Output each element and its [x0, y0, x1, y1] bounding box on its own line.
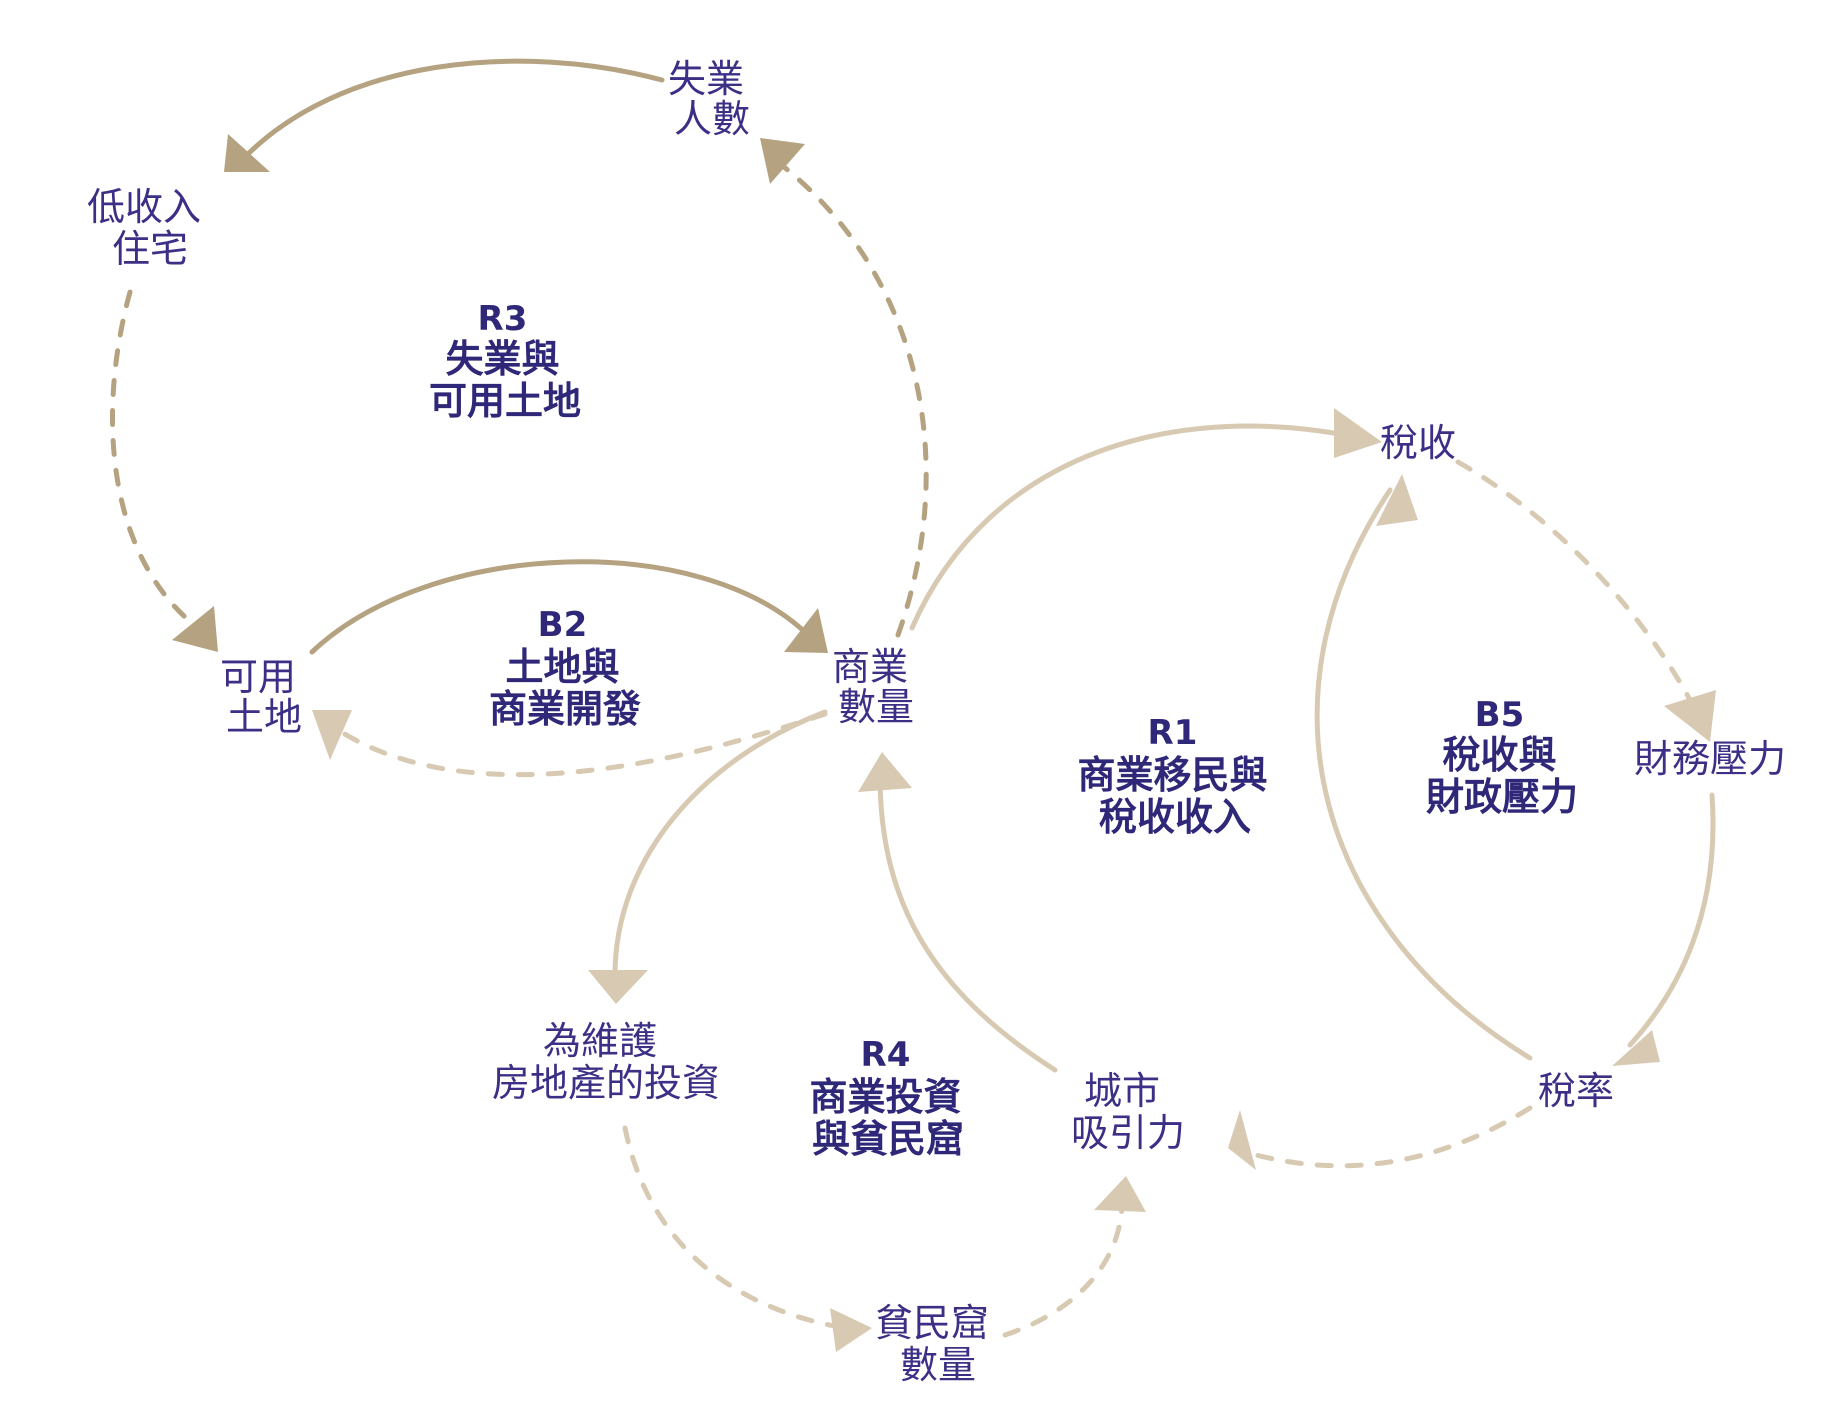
link-available-land-to-business-count [309, 559, 811, 655]
link-city-attraction-to-business-count [877, 772, 1058, 1073]
loop-r4-label: R4 商業投資 與貧民窟 [809, 1035, 966, 1161]
link-tax-rate-to-city-attraction [1229, 1105, 1533, 1169]
loop-r1-label: R1 商業移民與 稅收收入 [1077, 713, 1272, 839]
arrowhead-real-estate-investment [588, 970, 648, 1004]
arrowhead-city-attraction-from-slum [1094, 1176, 1146, 1212]
link-tax-revenue-to-financial-pressure [1455, 459, 1701, 718]
node-unemployed: 失業 人數 [668, 57, 756, 141]
arrowhead-unemployed [760, 138, 805, 184]
loop-labels: R3 失業與 可用土地 B2 土地與 商業開發 R1 商業移民與 稅收收入 B5… [429, 299, 1578, 1161]
link-business-count-to-unemployed [772, 157, 929, 638]
arrowheads [172, 134, 1716, 1352]
node-slum-count: 貧民窟 數量 [875, 1301, 1001, 1387]
node-business-count: 商業 數量 [832, 645, 920, 729]
node-tax-revenue: 稅收 [1380, 421, 1456, 465]
arrowhead-business-count-from-attraction [858, 752, 912, 792]
arrowhead-available-land [172, 606, 218, 652]
node-tax-rate: 稅率 [1538, 1069, 1614, 1113]
node-city-attraction: 城市 吸引力 [1071, 1069, 1185, 1155]
link-low-income-housing-to-available-land [110, 289, 201, 631]
arrowhead-business-count-from-land [784, 608, 828, 653]
arrowhead-tax-revenue-from-rate [1376, 474, 1418, 526]
loop-b2-label: B2 土地與 商業開發 [489, 605, 641, 731]
arrowhead-available-land-from-business [312, 710, 352, 760]
link-unemployed-to-low-income-housing [239, 58, 665, 163]
node-real-estate-investment: 為維護 房地產的投資 [492, 1019, 720, 1105]
link-real-estate-investment-to-slum-count [622, 1125, 848, 1331]
link-tax-rate-to-tax-revenue [1314, 487, 1533, 1061]
node-financial-pressure: 財務壓力 [1634, 737, 1786, 781]
arrowhead-financial-pressure [1664, 690, 1716, 742]
node-low-income-housing: 低收入 住宅 [87, 185, 213, 271]
link-financial-pressure-to-tax-rate [1627, 792, 1716, 1048]
link-slum-count-to-city-attraction [1002, 1202, 1125, 1338]
loop-b5-label: B5 稅收與 財政壓力 [1426, 695, 1578, 819]
link-business-count-to-available-land [332, 711, 828, 778]
arrowhead-city-attraction-from-rate [1228, 1110, 1256, 1170]
arrowhead-slum-count [830, 1308, 872, 1352]
arrowhead-tax-revenue-from-business [1334, 408, 1382, 458]
variable-nodes: 失業 人數 低收入 住宅 可用 土地 商業 數量 稅收 財務壓力 稅率 城市 吸… [87, 57, 1786, 1387]
node-available-land: 可用 土地 [220, 655, 308, 739]
arrowhead-low-income-housing [224, 134, 270, 172]
loop-r3-label: R3 失業與 可用土地 [429, 299, 581, 423]
arrowhead-tax-rate-from-pressure [1612, 1030, 1660, 1066]
causal-links [110, 58, 1716, 1338]
link-business-count-to-real-estate-investment [612, 709, 828, 978]
link-business-count-to-tax-revenue [909, 423, 1363, 631]
